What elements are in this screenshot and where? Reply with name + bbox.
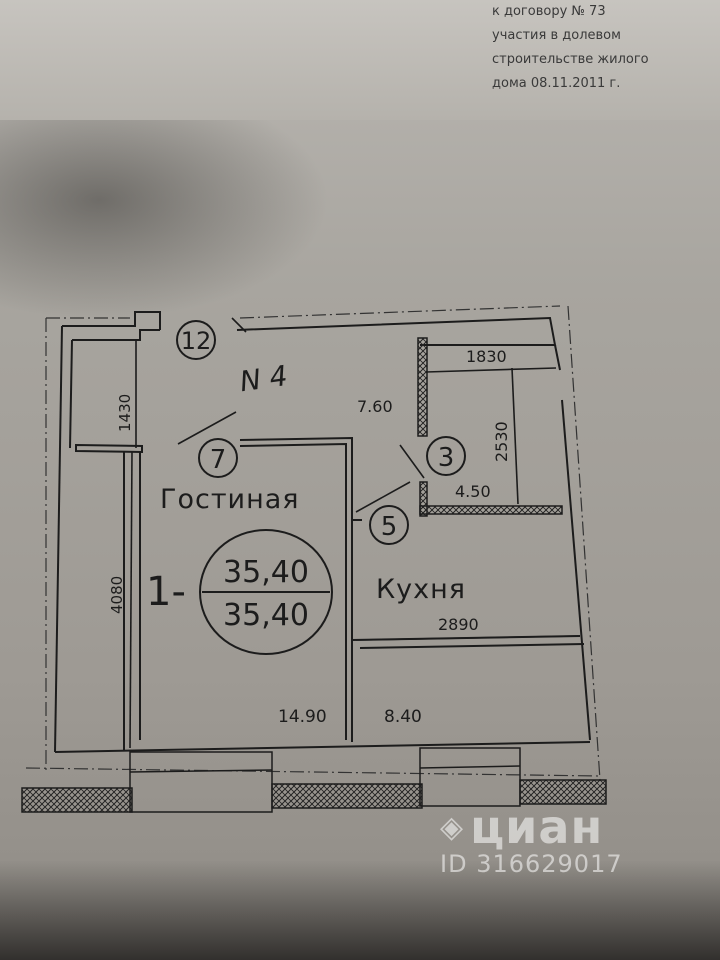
wall bbox=[239, 436, 353, 742]
room-circle bbox=[426, 436, 466, 476]
contract-header: к договору № 73 участия в долевом строит… bbox=[492, 0, 692, 96]
room-area: 14.90 bbox=[278, 707, 327, 727]
watermark: ◈ циан ID 316629017 bbox=[440, 800, 623, 878]
hatched-wall bbox=[419, 505, 563, 515]
apartment-number: N 4 bbox=[238, 359, 290, 398]
axis-circle bbox=[176, 320, 216, 360]
axis-line bbox=[239, 305, 561, 319]
paper-top bbox=[0, 0, 720, 120]
header-line: дома 08.11.2011 г. bbox=[492, 76, 621, 91]
axis-line bbox=[25, 767, 601, 777]
wall bbox=[54, 741, 591, 753]
room-area: 8.40 bbox=[384, 707, 422, 727]
wall bbox=[54, 325, 63, 753]
dimension-line bbox=[355, 635, 579, 641]
room-area: 4.50 bbox=[455, 482, 491, 501]
dimension-line bbox=[129, 451, 133, 749]
room-name-living: Гостиная bbox=[160, 484, 300, 515]
door-swing bbox=[355, 481, 411, 513]
balcony-hatch bbox=[271, 783, 423, 809]
room-number: 7 bbox=[210, 445, 227, 475]
room-circle bbox=[369, 505, 409, 545]
dimension-label: 1830 bbox=[466, 347, 507, 366]
wall bbox=[72, 329, 160, 341]
dimension-label: 1430 bbox=[116, 394, 134, 432]
door-swing bbox=[231, 317, 247, 333]
axis-line bbox=[567, 305, 601, 781]
wall bbox=[236, 316, 557, 346]
wall bbox=[62, 311, 161, 330]
area-total: 35,40 bbox=[223, 555, 309, 590]
window bbox=[129, 765, 521, 773]
balcony-hatch bbox=[21, 787, 133, 813]
dimension-label: 2890 bbox=[438, 615, 479, 634]
dimension-label: 4080 bbox=[108, 576, 126, 614]
dimension-line bbox=[425, 367, 557, 373]
watermark-brand: циан bbox=[470, 800, 604, 854]
header-line: к договору № 73 bbox=[492, 4, 606, 19]
header-line: строительстве жилого bbox=[492, 52, 649, 67]
apartment-type: 1- bbox=[146, 569, 186, 615]
area-ellipse bbox=[199, 529, 333, 655]
room-name-kitchen: Кухня bbox=[376, 574, 466, 605]
room-number: 5 bbox=[381, 512, 398, 542]
wall bbox=[359, 643, 585, 649]
dimension-label: 2530 bbox=[492, 421, 511, 462]
wall bbox=[239, 442, 347, 740]
wall bbox=[561, 399, 591, 741]
hatched-wall bbox=[419, 481, 428, 517]
window bbox=[419, 747, 521, 807]
wall bbox=[554, 344, 561, 371]
shadow bbox=[0, 120, 330, 320]
area-living: 35,40 bbox=[223, 598, 309, 633]
axis-number: 12 bbox=[181, 327, 212, 355]
watermark-id: ID 316629017 bbox=[440, 850, 623, 878]
wall bbox=[75, 443, 143, 454]
room-area: 7.60 bbox=[357, 397, 393, 416]
room-number: 3 bbox=[438, 443, 455, 473]
header-line: участия в долевом bbox=[492, 28, 621, 43]
shadow bbox=[0, 860, 720, 960]
door-swing bbox=[399, 444, 425, 479]
door-swing bbox=[177, 411, 237, 445]
room-circle bbox=[198, 438, 238, 478]
wall bbox=[69, 339, 73, 449]
hatched-wall bbox=[417, 337, 428, 437]
cian-logo-icon: ◈ bbox=[440, 809, 465, 845]
dimension-line bbox=[511, 367, 519, 505]
window bbox=[129, 751, 273, 813]
